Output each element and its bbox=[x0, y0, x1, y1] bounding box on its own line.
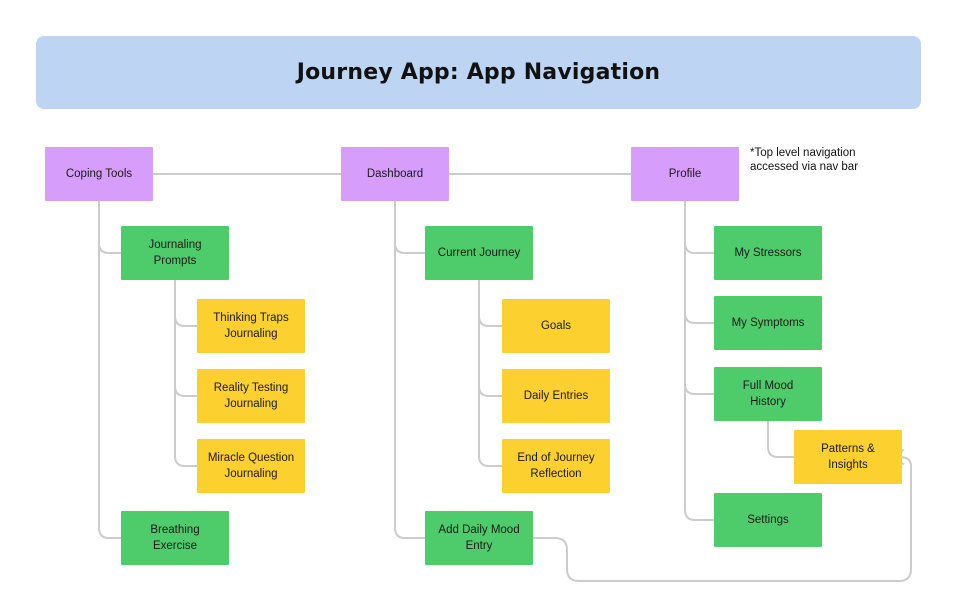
node-thinking-traps: Thinking Traps Journaling bbox=[197, 299, 305, 353]
link-coping-trunk bbox=[98, 200, 122, 539]
page-title: Journey App: App Navigation bbox=[296, 60, 661, 85]
node-my-symptoms: My Symptoms bbox=[714, 296, 822, 350]
node-journaling-prompts: Journaling Prompts bbox=[121, 226, 229, 280]
node-label: Dashboard bbox=[366, 168, 424, 180]
node-label: Daily Entries bbox=[523, 390, 589, 402]
title-banner: Journey App: App Navigation bbox=[36, 36, 921, 109]
link-profile-symptoms bbox=[684, 312, 715, 324]
link-current-trunk bbox=[478, 279, 503, 467]
link-profile-trunk bbox=[684, 200, 715, 521]
node-label: Goals bbox=[540, 320, 572, 332]
link-history-patterns bbox=[767, 420, 795, 458]
link-journaling-trunk bbox=[174, 279, 198, 467]
nav-note: *Top level navigation accessed via nav b… bbox=[750, 147, 859, 173]
node-miracle-question: Miracle Question Journaling bbox=[197, 439, 305, 493]
node-reality-testing: Reality Testing Journaling bbox=[197, 369, 305, 423]
node-patterns-insights: Patterns & Insights bbox=[794, 430, 902, 484]
link-coping-journaling bbox=[98, 242, 122, 254]
node-label: Miracle Question Journaling bbox=[207, 452, 295, 480]
node-label: Full Mood History bbox=[742, 380, 794, 408]
link-journaling-reality bbox=[174, 385, 198, 397]
node-profile: Profile bbox=[631, 147, 739, 201]
node-label: Coping Tools bbox=[65, 168, 133, 180]
node-full-mood-history: Full Mood History bbox=[714, 367, 822, 421]
link-profile-stressors bbox=[684, 242, 715, 254]
link-dashboard-current bbox=[394, 242, 426, 254]
node-goals: Goals bbox=[502, 299, 610, 353]
node-daily-entries: Daily Entries bbox=[502, 369, 610, 423]
link-current-daily bbox=[478, 385, 503, 397]
link-profile-history bbox=[684, 383, 715, 395]
node-my-stressors: My Stressors bbox=[714, 226, 822, 280]
node-settings: Settings bbox=[714, 493, 822, 547]
node-coping-tools: Coping Tools bbox=[45, 147, 153, 201]
link-journaling-thinking bbox=[174, 315, 198, 327]
node-dashboard: Dashboard bbox=[341, 147, 449, 201]
node-label: My Stressors bbox=[734, 247, 802, 259]
link-current-goals bbox=[478, 315, 503, 327]
node-label: Settings bbox=[747, 514, 789, 526]
node-label: Journaling Prompts bbox=[148, 239, 202, 267]
node-end-of-journey: End of Journey Reflection bbox=[502, 439, 610, 493]
node-label: Add Daily Mood Entry bbox=[438, 524, 520, 552]
node-label: My Symptoms bbox=[731, 317, 805, 329]
node-label: Profile bbox=[668, 168, 702, 180]
node-current-journey: Current Journey bbox=[425, 226, 533, 280]
node-label: Reality Testing Journaling bbox=[213, 382, 289, 410]
node-label: Current Journey bbox=[437, 247, 521, 259]
node-label: Thinking Traps Journaling bbox=[213, 312, 289, 340]
node-breathing-exercise: Breathing Exercise bbox=[121, 511, 229, 565]
link-dashboard-trunk bbox=[394, 200, 426, 539]
node-label: Breathing Exercise bbox=[150, 524, 200, 552]
node-label: Patterns & Insights bbox=[821, 443, 875, 471]
node-add-daily-mood: Add Daily Mood Entry bbox=[425, 511, 533, 565]
link-mood-to-patterns bbox=[532, 456, 912, 582]
node-label: End of Journey Reflection bbox=[517, 452, 595, 480]
